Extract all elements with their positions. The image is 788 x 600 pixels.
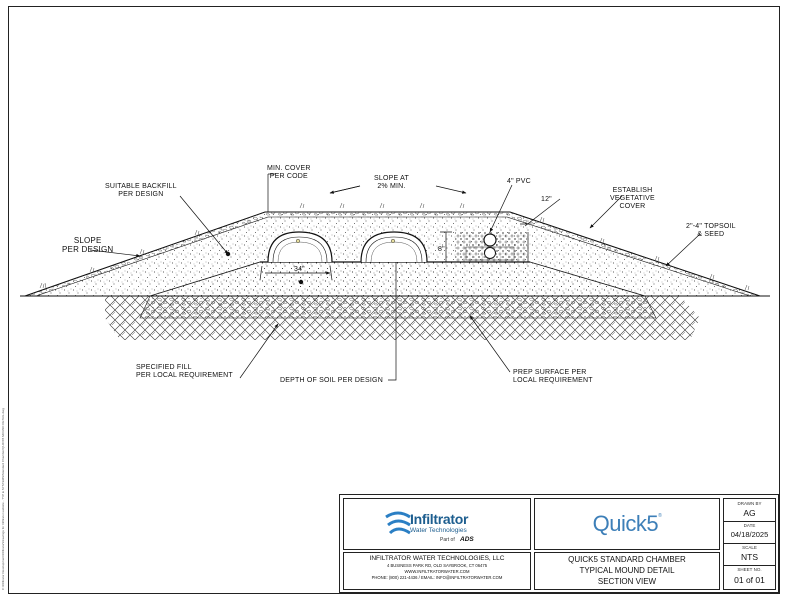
- company-website: WWW.INFILTRATORWATER.COM: [404, 569, 470, 574]
- scale-label: SCALE: [742, 545, 757, 550]
- address-cell: INFILTRATOR WATER TECHNOLOGIES, LLC 4 BU…: [343, 552, 531, 590]
- drawing-title-cell: QUICK5 STANDARD CHAMBER TYPICAL MOUND DE…: [534, 552, 720, 590]
- company-phone-email: PHONE: (800) 221-4436 / EMAIL: INFO@INFI…: [371, 575, 503, 580]
- pvc-pipe: [465, 233, 515, 261]
- company-address: 4 BUSINESS PARK RD, OLD SAYBROOK, CT 064…: [386, 563, 488, 568]
- drawing-info-column: DRAWN BY AG DATE 04/18/2025 SCALE NTS SH…: [723, 498, 776, 590]
- soil-depth-layer: [139, 295, 657, 319]
- drawing-title-line-3: SECTION VIEW: [597, 577, 657, 586]
- leader-lines: [89, 173, 701, 381]
- label-8-inch: 8": [438, 246, 445, 253]
- company-subtitle: Water Technologies: [410, 527, 467, 534]
- ads-logo: ADS: [460, 536, 474, 543]
- scale-value: NTS: [741, 552, 758, 562]
- label-topsoil: 2"-4" TOPSOIL& SEED: [686, 223, 736, 238]
- sheet-no-label: SHEET NO.: [737, 567, 762, 572]
- part-of-label: Part of: [440, 537, 455, 543]
- company-legal-name: INFILTRATOR WATER TECHNOLOGIES, LLC: [369, 555, 505, 562]
- topsoil-band: [24, 211, 761, 297]
- infiltrator-logo-icon: [385, 511, 411, 535]
- drawn-by-value: AG: [743, 508, 756, 518]
- chamber-right: [360, 231, 428, 263]
- drawing-frame: [8, 6, 780, 594]
- label-pvc: 4" PVC: [507, 178, 531, 185]
- date-value: 04/18/2025: [730, 530, 769, 539]
- label-34-inch: 34": [294, 266, 305, 273]
- drawn-by-label: DRAWN BY: [737, 501, 762, 506]
- drawing-title-line-2: TYPICAL MOUND DETAIL: [579, 566, 675, 575]
- company-name: Infiltrator: [410, 511, 469, 527]
- label-depth-of-soil: DEPTH OF SOIL PER DESIGN: [280, 377, 383, 384]
- company-logo-cell: Infiltrator Water Technologies Part of A…: [343, 498, 531, 550]
- chamber-left: [267, 231, 333, 263]
- product-cell: Quick5®: [534, 498, 720, 550]
- title-block: Infiltrator Water Technologies Part of A…: [339, 494, 779, 593]
- sheet-no-value: 01 of 01: [734, 575, 765, 585]
- label-12-inch: 12": [541, 196, 552, 203]
- date-label: DATE: [743, 523, 756, 528]
- vegetation-tufts: [39, 202, 750, 291]
- product-logo: Quick5®: [592, 511, 662, 536]
- drawing-title-line-1: QUICK5 STANDARD CHAMBER: [568, 555, 686, 564]
